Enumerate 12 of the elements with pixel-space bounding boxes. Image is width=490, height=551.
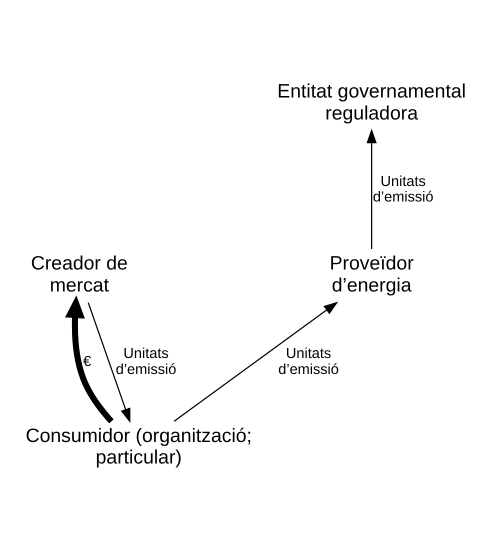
edge-label: € <box>82 353 91 370</box>
arrow <box>173 301 338 422</box>
node-text: Entitat governamental reguladora <box>276 80 466 124</box>
arrow <box>366 128 376 248</box>
arrow <box>87 302 130 422</box>
edge-label: Unitats d’emissió <box>115 345 176 378</box>
arrow <box>64 294 114 423</box>
node-text: Consumidor (organització; particular) <box>25 424 252 468</box>
node-text: Creador de mercat <box>30 252 128 296</box>
node-text: Proveïdor d’energia <box>329 252 414 296</box>
edge-label: Unitats d’emissió <box>372 173 433 206</box>
edge-label: Unitats d’emissió <box>278 345 338 378</box>
